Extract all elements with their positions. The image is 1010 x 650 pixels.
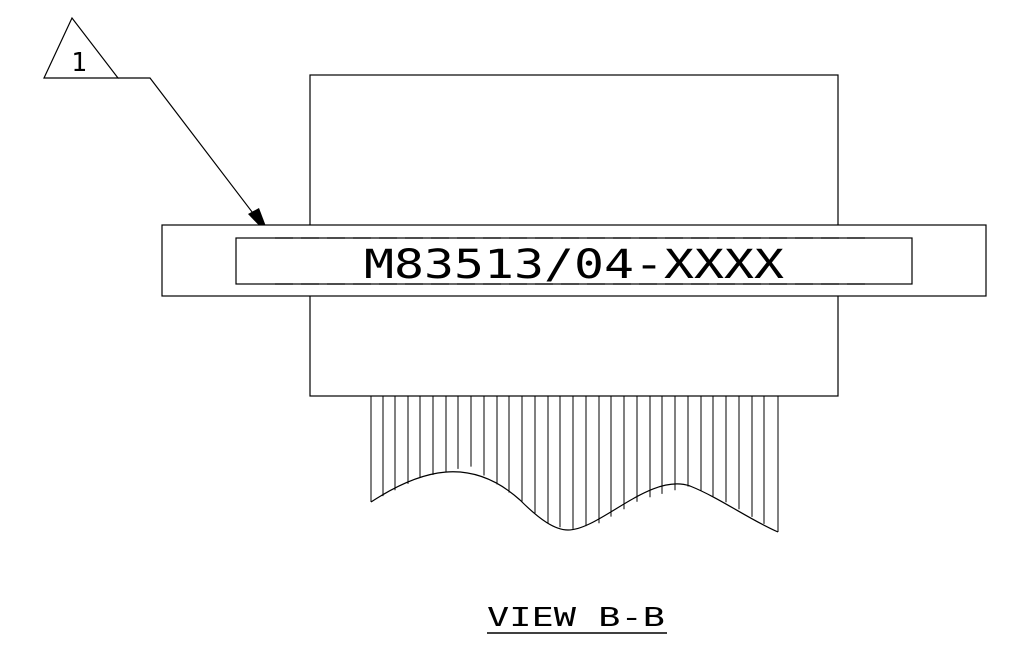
leader-line bbox=[118, 77, 263, 226]
marking-text-bg bbox=[356, 241, 796, 281]
callout-number: 1 bbox=[71, 48, 87, 78]
part-marking-text: M83513/04-XXXX bbox=[364, 242, 784, 288]
callout-triangle bbox=[43, 16, 120, 79]
view-title: VIEW B-B bbox=[487, 603, 665, 633]
wire-bundle-break-line bbox=[370, 471, 779, 533]
wire-bundle bbox=[370, 396, 779, 532]
